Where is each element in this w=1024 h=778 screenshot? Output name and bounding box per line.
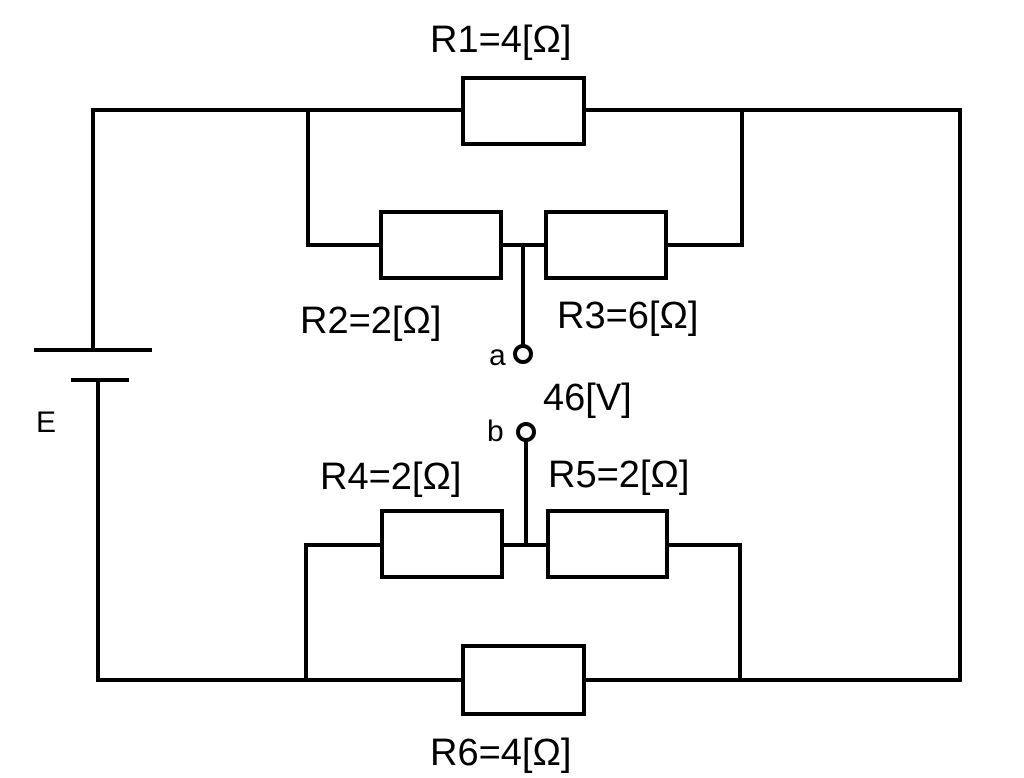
r5-label: R5=2[Ω] <box>548 454 689 496</box>
terminal-a <box>513 344 533 364</box>
voltage-label: 46[V] <box>543 377 632 419</box>
resistor-r2 <box>379 210 503 280</box>
battery-label: E <box>36 406 56 439</box>
resistor-r4 <box>380 509 504 579</box>
resistor-r6 <box>461 644 586 716</box>
terminal-b <box>516 422 536 442</box>
r2-label: R2=2[Ω] <box>300 300 441 342</box>
r1-label: R1=4[Ω] <box>430 19 571 61</box>
upper-branch-wiring <box>306 108 744 347</box>
resistor-r1 <box>461 76 586 146</box>
outer-wiring <box>91 108 962 682</box>
terminal-a-label: a <box>489 339 506 372</box>
r4-label: R4=2[Ω] <box>320 456 461 498</box>
r6-label: R6=4[Ω] <box>430 732 571 774</box>
resistor-r3 <box>544 210 668 280</box>
r3-label: R3=6[Ω] <box>557 295 698 337</box>
lower-branch-wiring <box>304 439 742 682</box>
resistor-r5 <box>546 509 669 579</box>
terminal-b-label: b <box>487 415 504 448</box>
battery-symbol <box>34 348 152 382</box>
